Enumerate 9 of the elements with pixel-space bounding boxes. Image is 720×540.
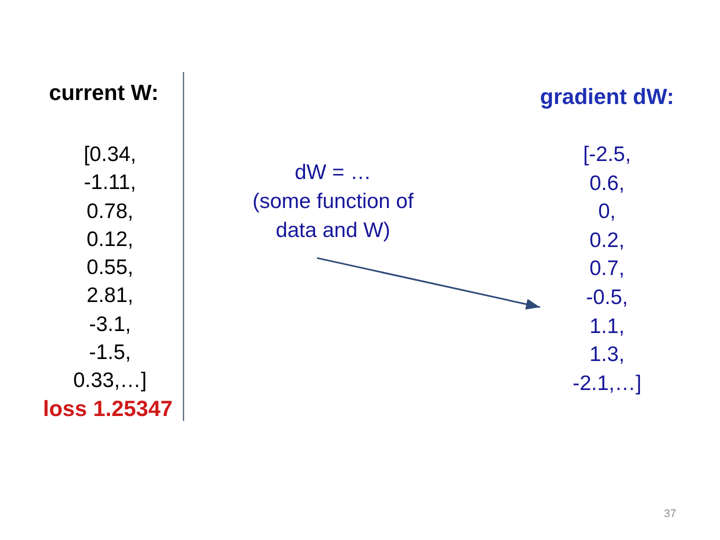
page-number: 37 (664, 507, 676, 521)
number-list: [0.34, -1.11, 0.78, 0.12, 0.55, 2.81, -3.1, -1.5, 0.33,…] (60, 141, 160, 396)
formula-text: dW = … (294, 160, 372, 186)
column-heading: gradient dW: (540, 84, 674, 110)
note-text: (some function of data and W) (251, 189, 415, 244)
column-heading: current W: (49, 80, 159, 106)
number-list: [-2.5, 0.6, 0, 0.2, 0.7, -0.5, 1.1, 1.3, -2.1,…] (557, 141, 658, 398)
loss-value: loss 1.25347 (43, 396, 173, 422)
arrow (316, 257, 540, 310)
